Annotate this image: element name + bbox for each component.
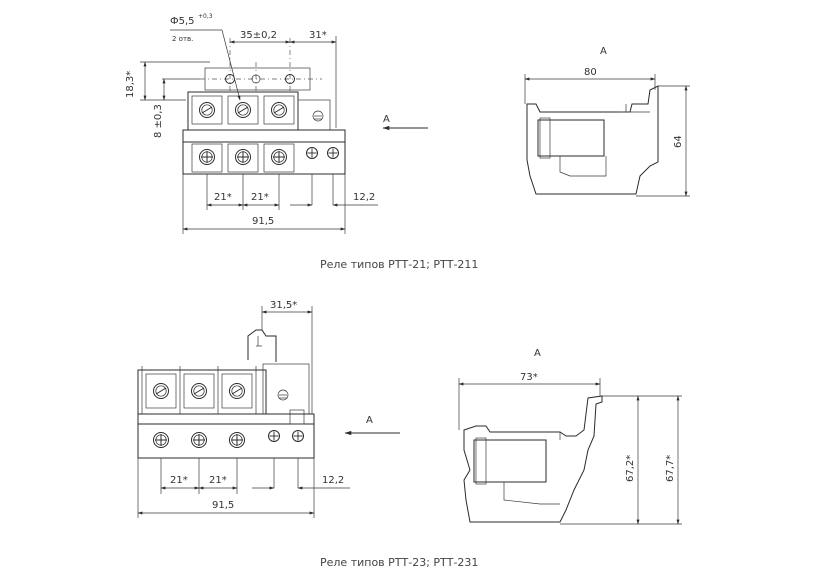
fig2-front-view (137, 329, 315, 488)
fig1-dim-18: 18,3* (125, 71, 136, 98)
fig2-side-73: 73* (520, 372, 538, 383)
fig1-view-label: А (600, 46, 607, 57)
fig1-front-view (182, 38, 346, 205)
fig2-dimensions: 31,5* 21* 21* 12,2 91,5 (137, 300, 350, 518)
fig1-side-80: 80 (584, 67, 597, 78)
fig1-dim-12: 12,2 (353, 192, 375, 203)
fig1-dim-31: 31* (309, 30, 327, 41)
fig2-caption: Реле типов РТТ-23; РТТ-231 (320, 556, 478, 569)
fig2-side-677: 67,7* (665, 455, 676, 482)
fig2-view-arrow: А (344, 415, 400, 436)
fig2-dim-21b: 21* (209, 475, 227, 486)
fig2-side-view: А 73* 67,2* 67,7* (458, 348, 682, 525)
fig1-dim-21b: 21* (251, 192, 269, 203)
fig1-side-view: А 80 64 (524, 46, 690, 197)
fig1-hole-tol: +0,3 (198, 13, 213, 20)
fig2-view-label: А (534, 348, 541, 359)
fig1-hole-label: Ф5,5 (170, 16, 195, 27)
fig2-arrow-label: А (366, 415, 373, 426)
fig2-dim-91: 91,5 (212, 500, 234, 511)
fig1-dim-8: 8 ±0,3 (153, 104, 164, 138)
fig1-dim-21a: 21* (214, 192, 232, 203)
fig1-side-64: 64 (673, 135, 684, 148)
fig1-arrow-label: А (383, 114, 390, 125)
fig1-hole-count: 2 отв. (172, 35, 193, 43)
fig2-side-672: 67,2* (625, 455, 636, 482)
mount-hole-right (285, 74, 295, 84)
fig2-dim-12: 12,2 (322, 475, 344, 486)
fig1-dimensions: Ф5,5 +0,3 2 отв. 35±0,2 31* 18,3* 8 ±0,3… (125, 13, 378, 234)
fig2-dim-31: 31,5* (270, 300, 297, 311)
fig1-view-arrow: А (382, 114, 428, 131)
fig2-dim-21a: 21* (170, 475, 188, 486)
fig1-dim-pitch: 35±0,2 (240, 30, 277, 41)
fig1-dim-91: 91,5 (252, 216, 274, 227)
fig1-caption: Реле типов РТТ-21; РТТ-211 (320, 258, 478, 271)
